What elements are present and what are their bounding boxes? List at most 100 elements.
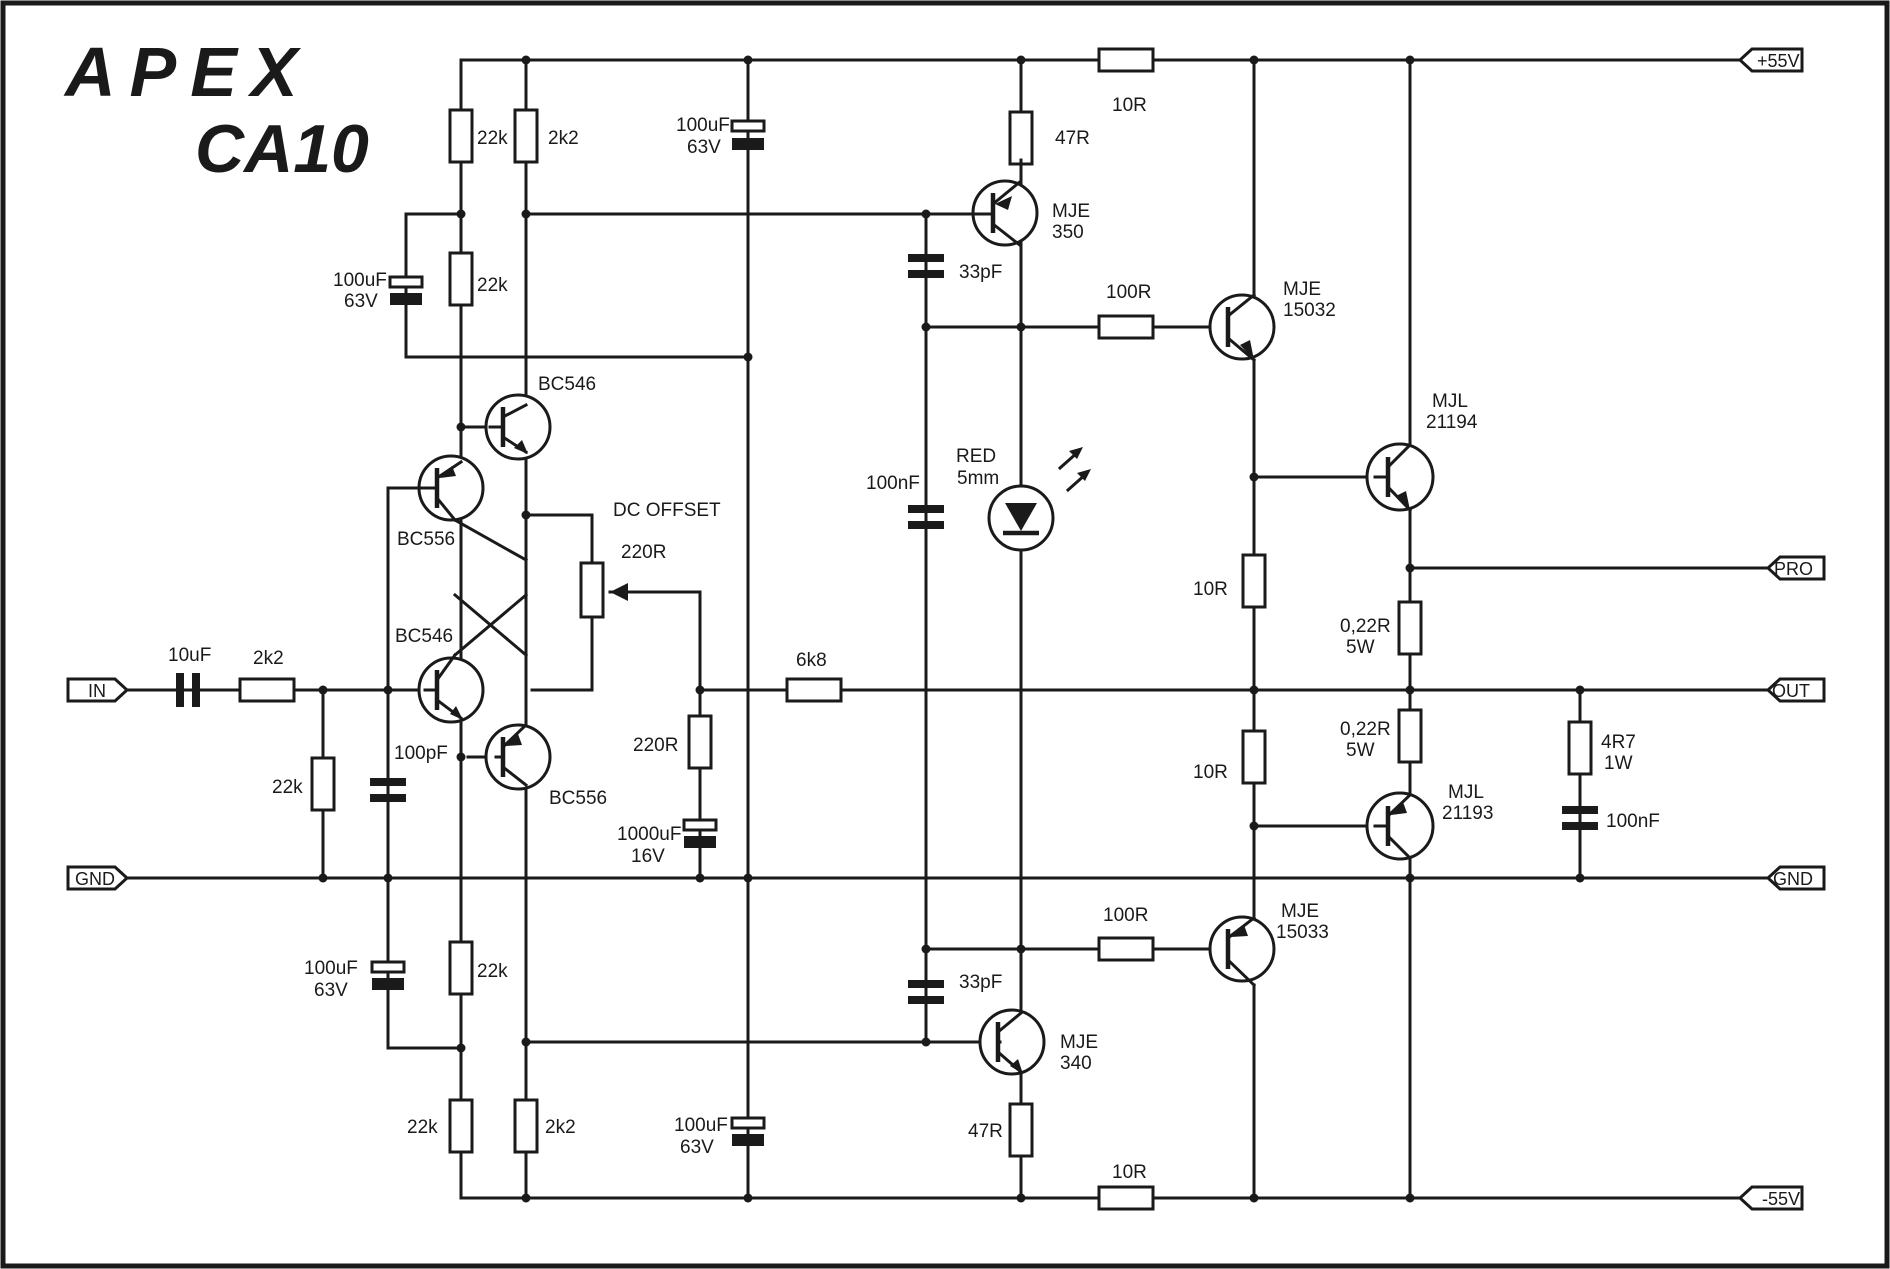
label-r-47r-top: 47R (1055, 128, 1090, 149)
capacitors (176, 119, 1598, 1146)
port-input: IN (66, 677, 130, 703)
label-r-2k2-a: 2k2 (548, 128, 579, 149)
transistor-mjl21194 (1365, 442, 1435, 513)
led-red-5mm (987, 447, 1091, 552)
resistor-10r-top (1097, 47, 1155, 73)
label-c-100n-out: 100nF (1606, 811, 1660, 832)
svg-text:IN: IN (88, 681, 106, 701)
port-pos-rail: +55V (1737, 47, 1804, 73)
resistor-2k2-top (513, 108, 539, 164)
resistor-10r-a (1241, 553, 1267, 609)
label-q-mje15032: MJE (1283, 279, 1321, 300)
cap-100pf-a (370, 778, 406, 786)
resistor-47r-top (1008, 110, 1034, 166)
label-r-6k8: 6k8 (796, 650, 827, 671)
label-r-10r-b: 10R (1193, 762, 1228, 783)
resistor-47r-bot (1008, 1102, 1034, 1158)
resistor-100r-top (1097, 314, 1155, 340)
label-led-5mm: 5mm (957, 468, 999, 489)
label-led-red: RED (956, 446, 996, 467)
resistor-6k8 (785, 677, 843, 703)
resistor-100r-bot (1097, 936, 1155, 962)
transistor-bc556-bot (484, 703, 552, 791)
cap-100uf-mid-bot-minus (732, 1134, 764, 1146)
label-r-100r-top: 100R (1106, 282, 1151, 303)
cap-33pf-top-a (908, 254, 944, 262)
label-q-mje350-n: 350 (1052, 222, 1084, 243)
port-gnd-left: GND (66, 865, 130, 891)
label-q-bc546-top: BC546 (538, 374, 596, 395)
label-c-100u-mid-top: 100uF (676, 115, 730, 136)
cap-10uf-b (192, 673, 200, 707)
svg-text:GND: GND (75, 869, 115, 889)
junctions (318, 55, 1585, 1203)
port-out: OUT (1765, 677, 1826, 703)
label-q-bc546-bot: BC546 (395, 626, 453, 647)
label-c-1000u: 1000uF (617, 824, 681, 845)
trimmer-220r (579, 561, 605, 619)
label-pot-220r: 220R (621, 542, 666, 563)
label-c-33p-top: 33pF (959, 262, 1002, 283)
label-r-22k-d: 22k (407, 1117, 438, 1138)
label-q-bc556-top: BC556 (397, 529, 455, 550)
label-c-100p: 100pF (394, 743, 448, 764)
resistor-022r-a (1397, 600, 1423, 656)
label-q-bc556-bot: BC556 (549, 788, 607, 809)
label-r-10r-a: 10R (1193, 579, 1228, 600)
label-q-mjl21193-n: 21193 (1442, 803, 1493, 824)
svg-text:PRO: PRO (1774, 559, 1813, 579)
resistor-22k-bot (448, 1098, 474, 1154)
resistor-10r-bot (1097, 1185, 1155, 1211)
cap-100uf-left-top-plus (388, 275, 424, 289)
cap-33pf-bot-a (908, 980, 944, 988)
transistor-mje15032 (1208, 292, 1276, 363)
apex-logo: APEX (63, 33, 312, 111)
label-c-1000u-v: 16V (631, 846, 665, 867)
label-r-bot-10r: 10R (1112, 1162, 1147, 1183)
label-r-top-10r: 10R (1112, 95, 1147, 116)
label-c-100u-left-bot-v: 63V (314, 980, 348, 1001)
label-r-47r-bot: 47R (968, 1121, 1003, 1142)
svg-text:GND: GND (1773, 869, 1813, 889)
label-r-4r7: 4R7 (1601, 732, 1636, 753)
transistor-bc546-top (484, 393, 552, 461)
label-r-022-b-w: 5W (1346, 740, 1375, 761)
label-r-2k2-in: 2k2 (253, 648, 284, 669)
label-c-10u: 10uF (168, 645, 211, 666)
label-r-22k-b: 22k (477, 275, 508, 296)
cap-100nf-out-a (1562, 806, 1598, 814)
label-c-100u-mid-bot: 100uF (674, 1115, 728, 1136)
svg-text:+55V: +55V (1757, 51, 1800, 71)
cap-100uf-mid-top-minus (732, 138, 764, 150)
label-r-22k-c: 22k (477, 961, 508, 982)
label-r-2k2-b: 2k2 (545, 1117, 576, 1138)
transistor-bc546-bot (417, 652, 485, 724)
svg-text:APEX: APEX (63, 33, 312, 111)
label-r-22k-in: 22k (272, 777, 303, 798)
label-c-100u-left-top: 100uF (333, 270, 387, 291)
cap-1000uf-minus (684, 836, 716, 848)
label-q-mje340-n: 340 (1060, 1053, 1092, 1074)
label-c-100n-mid: 100nF (866, 473, 920, 494)
wires (125, 58, 1770, 1200)
label-r-022-b: 0,22R (1340, 719, 1391, 740)
transistor-bc556-top (417, 454, 485, 523)
label-q-mje350: MJE (1052, 201, 1090, 222)
label-q-mje15033: MJE (1281, 901, 1319, 922)
svg-text:-55V: -55V (1762, 1189, 1800, 1209)
resistor-22k-mid (448, 251, 474, 307)
label-c-100u-mid-top-v: 63V (687, 137, 721, 158)
transistor-mje340 (978, 1008, 1046, 1102)
resistor-22k-top (448, 108, 474, 164)
port-gnd-right: GND (1765, 865, 1826, 891)
cap-100pf-b (370, 794, 406, 802)
label-c-33p-bot: 33pF (959, 972, 1002, 993)
resistor-2k2-bot (513, 1098, 539, 1154)
label-c-100u-mid-bot-v: 63V (680, 1137, 714, 1158)
label-c-100u-left-bot: 100uF (304, 958, 358, 979)
label-r-022-a: 0,22R (1340, 616, 1391, 637)
label-c-100u-left-top-v: 63V (344, 291, 378, 312)
component-labels: 10R 47R 22k 2k2 100uF 63V MJE 350 33pF 1… (168, 95, 1660, 1183)
cap-1000uf-plus (682, 818, 718, 832)
